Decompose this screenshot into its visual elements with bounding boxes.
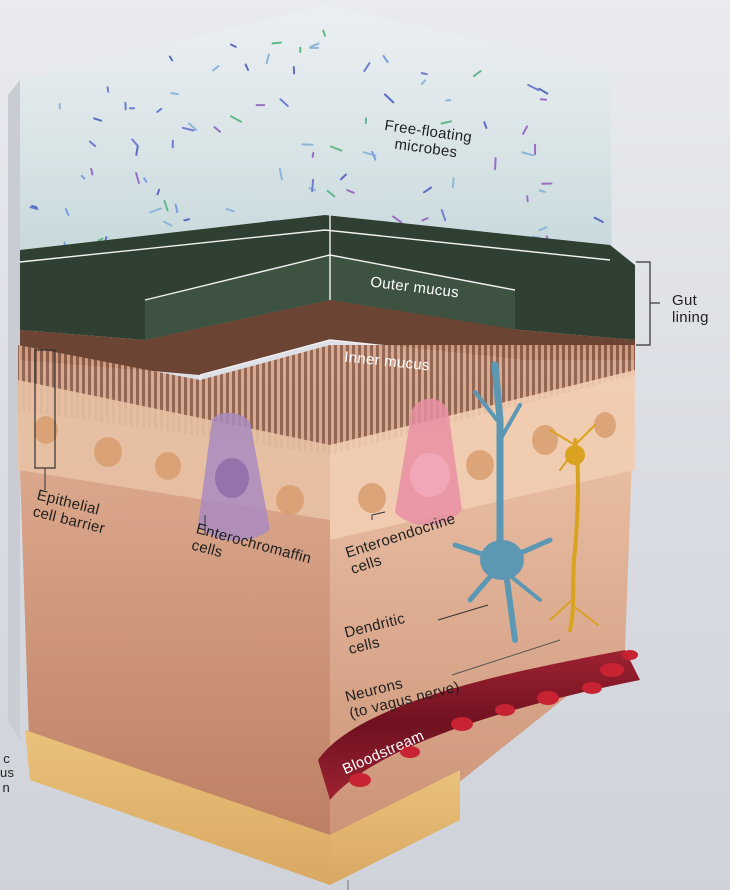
label-edge-fragment-1: c — [0, 752, 10, 766]
microbe — [171, 93, 178, 94]
microbe — [184, 219, 189, 220]
microbe — [453, 178, 454, 187]
enteroendocrine-nucleus — [410, 453, 450, 497]
label-edge-fragment: c us n — [0, 752, 10, 795]
enterochromaffin-nucleus — [215, 458, 249, 498]
label-edge-fragment-3: n — [0, 781, 10, 795]
label-gut-lining: Gut lining — [672, 293, 709, 326]
label-gut-lining-line1: Gut — [672, 293, 709, 310]
label-edge-fragment-2: us — [0, 766, 10, 780]
microbe — [312, 180, 313, 192]
microbe — [313, 153, 314, 157]
microbe — [108, 87, 109, 92]
microbe — [540, 191, 545, 192]
microbe — [91, 169, 92, 175]
microbe — [273, 43, 281, 44]
microbe — [422, 73, 427, 74]
microbe — [32, 206, 37, 207]
microbe — [446, 100, 450, 101]
microbe — [495, 158, 496, 169]
gut-lining-bracket — [636, 262, 650, 345]
label-gut-lining-line2: lining — [672, 310, 709, 327]
microbe — [527, 196, 528, 201]
